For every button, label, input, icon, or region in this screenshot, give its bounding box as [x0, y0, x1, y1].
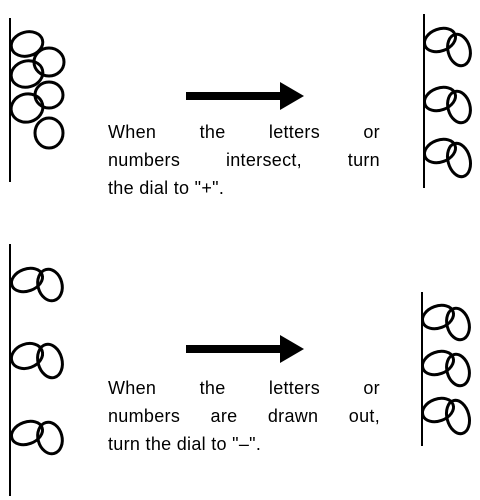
caption-word: turn — [347, 150, 380, 170]
caption-word: the — [199, 378, 226, 398]
caption-word: numbers — [108, 150, 181, 170]
caption-word: out, — [348, 406, 380, 426]
caption-word: When — [108, 378, 157, 398]
spread-glyphs — [9, 266, 64, 456]
caption-line-1: When the letters or — [108, 118, 380, 146]
caption-word: drawn — [267, 406, 319, 426]
caption-word: the — [199, 122, 226, 142]
intersect-illustration — [9, 14, 473, 188]
caption-word: intersect, — [225, 150, 302, 170]
caption-intersect: When the letters or numbers intersect, t… — [108, 118, 380, 202]
corrected-glyphs — [421, 303, 472, 436]
caption-word: or — [363, 122, 380, 142]
caption-line-2: numbers intersect, turn — [108, 146, 380, 174]
corrected-glyphs — [423, 26, 473, 179]
caption-line-3: turn the dial to "–". — [108, 434, 262, 454]
caption-word: are — [210, 406, 238, 426]
drawn-out-illustration — [9, 244, 472, 496]
panel-intersect: When the letters or numbers intersect, t… — [0, 0, 480, 240]
panel-drawn-out: When the letters or numbers are drawn ou… — [0, 240, 480, 500]
caption-word: letters — [268, 122, 321, 142]
caption-line-3: the dial to "+". — [108, 178, 225, 198]
caption-word: When — [108, 122, 157, 142]
arrow-right-icon — [186, 82, 304, 110]
caption-line-2: numbers are drawn out, — [108, 402, 380, 430]
caption-word: letters — [268, 378, 321, 398]
caption-word: or — [363, 378, 380, 398]
caption-word: numbers — [108, 406, 181, 426]
caption-line-1: When the letters or — [108, 374, 380, 402]
caption-drawn-out: When the letters or numbers are drawn ou… — [108, 374, 380, 458]
arrow-right-icon — [186, 335, 304, 363]
overlapping-glyphs — [9, 30, 66, 150]
